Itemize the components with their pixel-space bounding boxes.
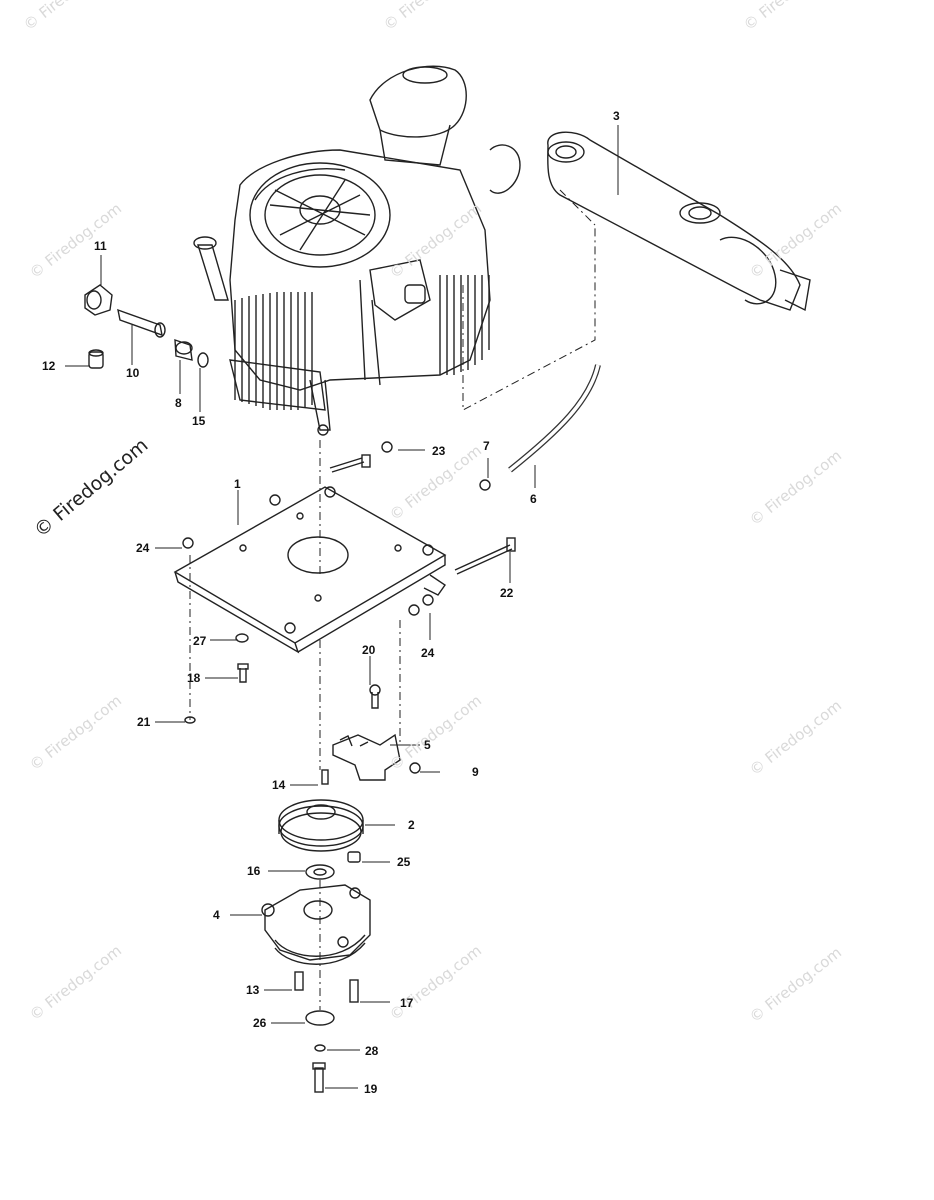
callout-4: 4 [213,908,220,922]
callout-21: 21 [137,715,151,729]
callout-22: 22 [500,586,514,600]
callout-1: 1 [234,477,241,491]
callout-7: 7 [483,439,490,453]
callout-25: 25 [397,855,411,869]
callout-15: 15 [192,414,206,428]
callout-17: 17 [400,996,414,1010]
callout-12: 12 [42,359,56,373]
callout-27: 27 [193,634,207,648]
callout-8: 8 [175,396,182,410]
bolt-22-drawing [454,544,513,575]
muffler-drawing [547,131,811,312]
clutch-drawing [261,884,371,965]
bolt-23-drawing [329,457,365,473]
callout-16: 16 [247,864,261,878]
callout-28: 28 [365,1044,379,1058]
callout-5: 5 [424,738,431,752]
callout-14: 14 [272,778,286,792]
callout-19: 19 [364,1082,378,1096]
callout-13: 13 [246,983,260,997]
callout-26: 26 [253,1016,267,1030]
callout-24-left: 24 [136,541,150,555]
callout-20: 20 [362,643,376,657]
callout-3: 3 [613,109,620,123]
callout-9: 9 [472,765,479,779]
pulley-drawing [278,799,364,852]
callout-11: 11 [94,239,107,253]
oil-drain-parts [84,284,209,369]
bracket-drawing [332,594,434,781]
mounting-plate-drawing [173,486,447,654]
callout-24-right: 24 [421,646,435,660]
callout-23: 23 [432,444,446,458]
callout-6: 6 [530,492,537,506]
callout-18: 18 [187,671,201,685]
hose-drawing [508,364,601,473]
engine-drawing [193,65,521,436]
callout-10: 10 [126,366,140,380]
callout-2: 2 [408,818,415,832]
key-14-drawing [321,769,329,785]
clamp-drawing [479,479,491,491]
